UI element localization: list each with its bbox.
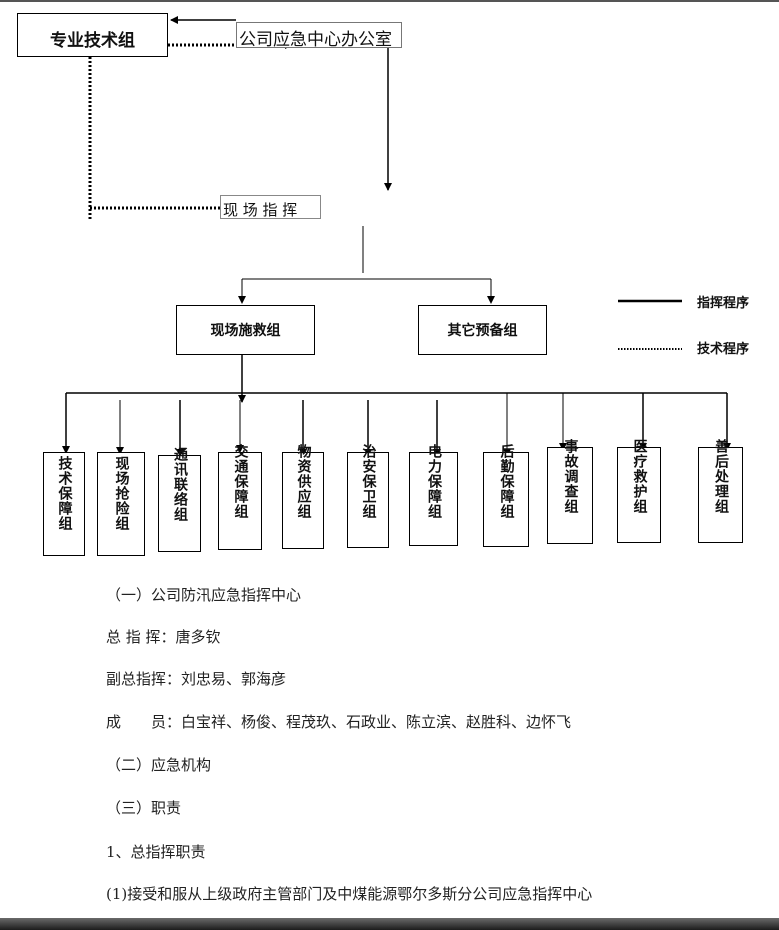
sub-group-technical-support: 技术保障组 — [43, 452, 85, 556]
members-line: 成 员：白宝祥、杨俊、程茂玖、石政业、陈立滨、赵胜科、边怀飞 — [106, 713, 572, 731]
reserve-group-box: 其它预备组 — [418, 305, 547, 355]
top-border — [0, 0, 779, 2]
section-heading-2: （二）应急机构 — [106, 756, 212, 774]
site-command-label: 现 场 指 挥 — [223, 201, 298, 219]
sub-group-label: 现场抢险组 — [113, 456, 130, 531]
sub-group-security: 治安保卫组 — [347, 444, 389, 548]
section-heading-3: （三）职责 — [106, 799, 182, 817]
emergency-office-box: 公司应急中心办公室 — [236, 22, 402, 50]
sub-group-label: 善后处理组 — [713, 439, 729, 514]
sub-group-transport: 交通保障组 — [218, 444, 262, 550]
site-command-box: 现 场 指 挥 — [220, 195, 321, 219]
deputy-commander-line: 副总指挥：刘忠易、郭海彦 — [106, 670, 287, 688]
sub-group-label: 医疗救护组 — [631, 439, 648, 514]
sub-group-aftermath: 善后处理组 — [698, 439, 743, 543]
sub-group-investigation: 事故调查组 — [547, 439, 593, 544]
tech-group-box: 专业技术组 — [17, 13, 168, 57]
sub-group-power: 电力保障组 — [409, 444, 458, 546]
sub-group-supplies: 物资供应组 — [282, 444, 324, 549]
sub-group-site-rescue: 现场抢险组 — [97, 452, 145, 556]
sub-group-label: 物资供应组 — [295, 444, 312, 519]
duty-item-1-1: (1)接受和服从上级政府主管部门及中煤能源鄂尔多斯分公司应急指挥中心 — [106, 885, 593, 903]
sub-group-label: 后勤保障组 — [498, 444, 515, 519]
rescue-group-label: 现场施救组 — [210, 323, 281, 339]
emergency-office-label: 公司应急中心办公室 — [239, 30, 392, 50]
sub-group-logistics: 后勤保障组 — [483, 444, 529, 547]
sub-group-label: 治安保卫组 — [360, 444, 377, 519]
legend-technical-label: 技术程序 — [697, 342, 750, 357]
commander-line: 总 指 挥：唐多钦 — [106, 628, 221, 646]
sub-group-label: 交通保障组 — [232, 444, 249, 519]
duty-item-1: 1、总指挥职责 — [106, 843, 206, 861]
tech-group-label: 专业技术组 — [50, 31, 135, 51]
org-chart-connectors — [62, 16, 731, 457]
sub-group-communications: 通讯联络组 — [158, 447, 201, 552]
sub-group-label: 电力保障组 — [426, 444, 442, 519]
rescue-group-box: 现场施救组 — [176, 305, 315, 355]
reserve-group-label: 其它预备组 — [447, 323, 518, 339]
legend-command-label: 指挥程序 — [697, 296, 750, 311]
sub-group-label: 技术保障组 — [56, 456, 73, 531]
sub-group-medical: 医疗救护组 — [617, 439, 661, 543]
section-heading-1: （一）公司防汛应急指挥中心 — [106, 586, 302, 604]
sub-group-label: 事故调查组 — [562, 439, 579, 514]
bottom-bar — [0, 918, 779, 930]
sub-group-label: 通讯联络组 — [172, 447, 188, 522]
